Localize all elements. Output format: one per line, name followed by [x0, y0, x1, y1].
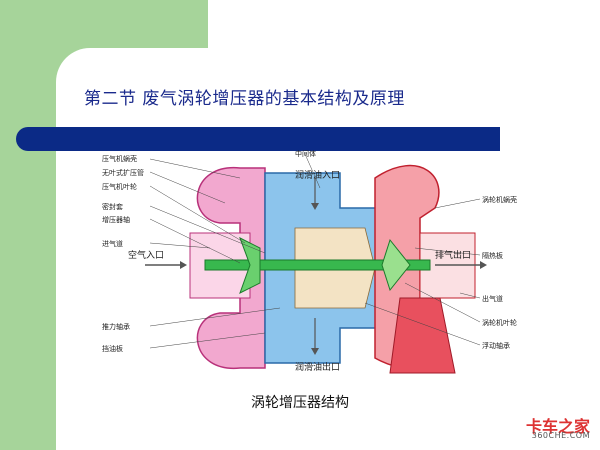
label-heat-shield: 隔热板: [482, 251, 503, 260]
label-compressor-volute: 压气机蜗壳: [102, 154, 137, 163]
label-oil-out: 润滑油出口: [295, 361, 340, 373]
label-intake: 进气道: [102, 239, 123, 248]
label-oil-deflector: 挡油板: [102, 344, 123, 353]
label-turbine-wheel: 涡轮机叶轮: [482, 318, 517, 327]
turbine-base: [389, 297, 456, 374]
watermark-url: 360CHE.COM: [531, 431, 590, 440]
label-floating-bearing: 浮动轴承: [482, 341, 510, 350]
label-outlet: 出气道: [482, 294, 503, 303]
label-exhaust-out: 排气出口: [435, 249, 471, 261]
compressor-housing: [196, 167, 266, 369]
watermark-brand: 卡车之家: [525, 417, 590, 436]
shaft: [204, 259, 431, 271]
label-shaft: 增压器轴: [102, 215, 130, 224]
label-seal-sleeve: 密封套: [102, 202, 123, 211]
label-thrust-bearing: 推力轴承: [102, 322, 130, 331]
label-oil-in: 润滑油入口: [295, 169, 340, 181]
turbine-wheel: [381, 238, 411, 292]
label-turbine-volute: 涡轮机蜗壳: [482, 195, 517, 204]
label-center-body: 中间体: [295, 149, 316, 158]
label-air-in: 空气入口: [128, 249, 164, 261]
white-top-strip: [208, 0, 600, 48]
label-compressor-wheel: 压气机叶轮: [102, 182, 137, 191]
label-vaneless-diffuser: 无叶式扩压管: [102, 168, 144, 177]
green-corner: [0, 0, 208, 48]
diagram-caption: 涡轮增压器结构: [251, 395, 349, 411]
compressor-wheel: [239, 236, 261, 295]
turbocharger-diagram: 压气机蜗壳 无叶式扩压管 压气机叶轮 密封套 增压器轴 进气道 推力轴承 挡油板…: [102, 149, 517, 374]
title-underline-bar: [16, 127, 500, 151]
slide-title: 第二节 废气涡轮增压器的基本结构及原理: [84, 89, 405, 109]
